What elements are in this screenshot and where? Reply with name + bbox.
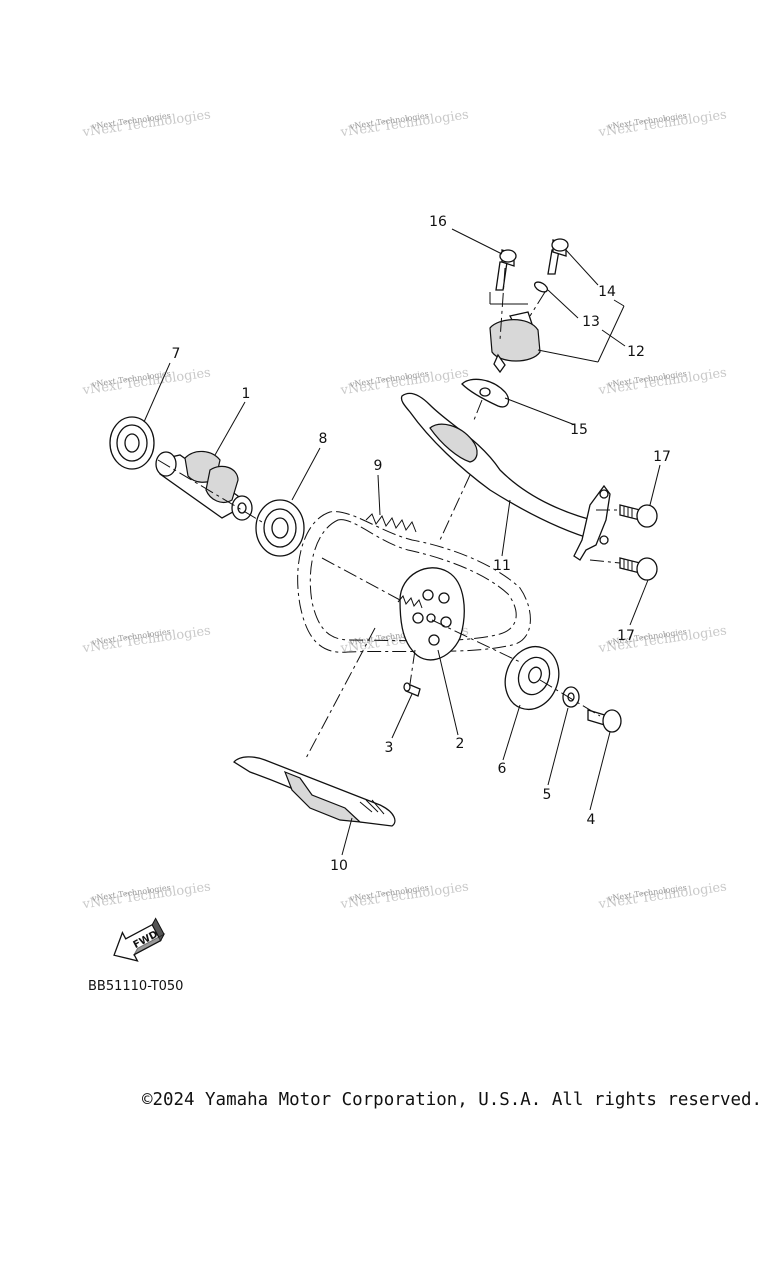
callout-2: 2 xyxy=(456,736,465,752)
callout-4: 4 xyxy=(587,812,596,828)
bearing-right xyxy=(255,499,305,557)
part-code: BB51110-T050 xyxy=(88,979,183,994)
watermark: vNext Technologies vNext Technologies xyxy=(339,107,470,140)
center-lines xyxy=(157,267,621,761)
washer xyxy=(562,686,580,708)
watermark: vNext Technologies vNext Technologies xyxy=(597,107,728,140)
chain-guide xyxy=(233,756,396,827)
watermark: vNext Technologies vNext Technologies xyxy=(339,365,470,398)
callout-15: 15 xyxy=(570,422,588,438)
cam-chain xyxy=(297,511,531,653)
chain-tensioner xyxy=(489,311,541,374)
callout-5: 5 xyxy=(543,787,552,803)
tensioner-gasket xyxy=(461,378,510,408)
callout-11: 11 xyxy=(493,558,511,574)
callout-16: 16 xyxy=(429,214,447,230)
callout-7: 7 xyxy=(172,346,181,362)
tensioner-bolt-left xyxy=(495,249,517,291)
watermark: vNext Technologies vNext Technologies xyxy=(339,879,470,912)
callout-17-upper: 17 xyxy=(653,449,671,465)
callout-6: 6 xyxy=(498,761,507,777)
callout-12: 12 xyxy=(627,344,645,360)
callout-9: 9 xyxy=(374,458,383,474)
cam-chain-inner xyxy=(309,519,517,642)
sprocket-bolt xyxy=(587,709,622,733)
callout-10: 10 xyxy=(330,858,348,874)
tensioner-guide xyxy=(400,392,611,561)
dowel-pin xyxy=(403,682,421,697)
camshaft xyxy=(155,450,253,521)
watermark: vNext Technologies vNext Technologies xyxy=(81,107,212,140)
watermark: vNext Technologies vNext Technologies xyxy=(81,879,212,912)
callout-1: 1 xyxy=(242,386,251,402)
copyright-notice: ©2024 Yamaha Motor Corporation, U.S.A. A… xyxy=(142,1089,762,1110)
callout-14: 14 xyxy=(598,284,616,300)
leader-lines xyxy=(143,228,661,856)
tensioner-spring xyxy=(365,513,423,609)
fwd-arrow-icon: FWD xyxy=(113,917,166,962)
callout-8: 8 xyxy=(319,431,328,447)
callout-17-lower: 17 xyxy=(617,628,635,644)
cam-sprocket xyxy=(399,567,465,661)
bearing-left xyxy=(109,416,155,470)
callout-13: 13 xyxy=(582,314,600,330)
watermark: vNext Technologies vNext Technologies xyxy=(597,879,728,912)
guide-bolt-upper xyxy=(619,504,658,528)
watermark: vNext Technologies vNext Technologies xyxy=(597,365,728,398)
tensioner-washer xyxy=(533,281,549,293)
guide-bolt-lower xyxy=(619,557,658,581)
callout-numbers: 7 1 8 9 3 2 6 5 4 10 11 12 13 14 15 16 1… xyxy=(172,214,671,874)
watermark: vNext Technologies vNext Technologies xyxy=(81,365,212,398)
callout-3: 3 xyxy=(385,740,394,756)
watermark: vNext Technologies vNext Technologies xyxy=(81,623,212,656)
tensioner-bolt-right xyxy=(547,238,569,275)
decompression-plate xyxy=(504,645,560,711)
